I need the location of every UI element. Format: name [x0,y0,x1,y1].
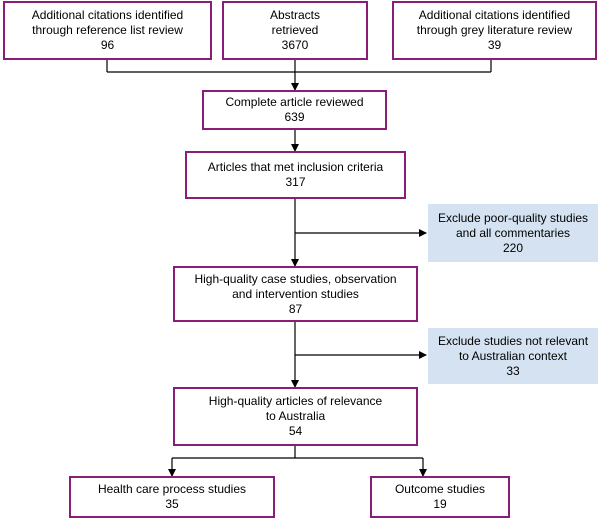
relevant-australia-count: 54 [288,424,303,438]
process-studies-label: Health care process studies [97,482,247,496]
source-reference-list-count: 96 [100,38,115,52]
high-quality-studies-line-2: and intervention studies [232,286,359,301]
outcome-studies-count: 19 [433,497,447,511]
source-reference-list-box: Additional citations identified through … [3,1,212,60]
inclusion-criteria-label: Articles that met inclusion criteria [207,160,384,174]
exclusion-not-relevant-count: 33 [506,363,520,378]
outcome-studies-box: Outcome studies 19 [370,476,510,518]
source-grey-literature-count: 39 [487,38,502,52]
complete-article-count: 639 [284,110,305,124]
relevant-australia-box: High-quality articles of relevance to Au… [173,387,418,446]
inclusion-criteria-box: Articles that met inclusion criteria 317 [185,151,406,199]
high-quality-studies-box: High-quality case studies, observation a… [173,266,418,322]
high-quality-studies-line-1: High-quality case studies, observation [194,271,397,286]
exclusion-poor-quality-count: 220 [502,240,524,255]
source-reference-list-line-2: through reference list review [32,23,183,37]
exclusion-not-relevant-line-1: Exclude studies not relevant [437,333,589,348]
exclusion-poor-quality-line-2: and all commentaries [455,225,571,240]
complete-article-box: Complete article reviewed 639 [202,90,387,130]
source-abstracts-line-2: retrieved [271,23,319,37]
process-studies-box: Health care process studies 35 [69,476,275,518]
source-abstracts-line-1: Abstracts [269,8,320,22]
exclusion-poor-quality-box: Exclude poor-quality studies and all com… [428,204,598,262]
inclusion-criteria-count: 317 [285,175,306,189]
high-quality-studies-count: 87 [288,301,303,316]
source-grey-literature-box: Additional citations identified through … [392,1,597,60]
relevant-australia-line-1: High-quality articles of relevance [208,394,383,408]
process-studies-count: 35 [165,497,179,511]
source-grey-literature-line-2: through grey literature review [416,23,573,37]
exclusion-poor-quality-line-1: Exclude poor-quality studies [437,210,589,225]
source-grey-literature-line-1: Additional citations identified [418,8,571,22]
source-abstracts-count: 3670 [281,38,309,52]
outcome-studies-label: Outcome studies [394,482,486,496]
relevant-australia-line-2: to Australia [265,409,326,423]
source-reference-list-line-1: Additional citations identified [31,8,184,22]
complete-article-label: Complete article reviewed [225,95,364,109]
exclusion-not-relevant-box: Exclude studies not relevant to Australi… [428,328,598,384]
exclusion-not-relevant-line-2: to Australian context [458,348,568,363]
source-abstracts-box: Abstracts retrieved 3670 [222,1,368,60]
